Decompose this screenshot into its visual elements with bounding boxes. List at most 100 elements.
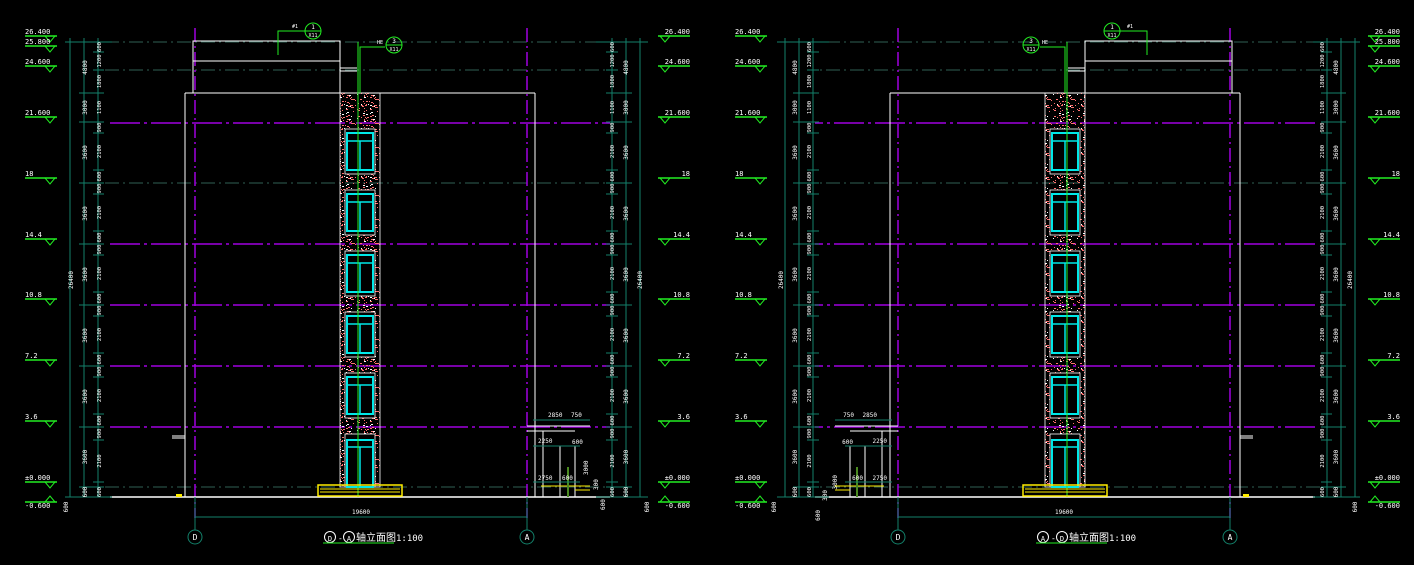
level-triangle-icon [44,65,57,73]
window-dimension: 600 [610,172,616,182]
window-dimension: 900 [1320,429,1326,439]
window-dimension: 2100 [610,328,616,341]
window-dimension: 600 [97,487,103,497]
window-dimension: 900 [610,245,616,255]
floor-dimension: 3600 [623,206,630,221]
level-triangle-icon [753,35,766,43]
axis-bubble-icon [1222,529,1238,545]
window-dimension: 2100 [97,145,103,158]
drawing-title: 轴立面图 [1069,531,1109,544]
dimension-label: 600 [815,510,822,521]
window-dimension: 1200 [97,54,103,67]
window-dimension: 2100 [807,267,813,280]
level-triangle-icon [659,298,672,306]
window-dimension: 2100 [807,389,813,402]
level-label: 14.4 [25,231,42,239]
floor-dimension: 3600 [792,267,799,282]
level-triangle-icon [44,298,57,306]
floor-dimension: 3600 [82,328,89,343]
window-dimension: 900 [97,123,103,133]
level-label: ±0.000 [25,474,50,482]
window-dimension: 900 [807,367,813,377]
level-label: 14.4 [735,231,752,239]
level-triangle-icon [659,495,671,503]
callout-number: 1 [1110,24,1114,31]
level-label: 26.400 [665,28,690,36]
callout-tag: HE [1042,40,1048,46]
window-dimension: 900 [807,429,813,439]
axis-label: D [896,533,901,542]
level-label: 26.400 [735,28,760,36]
window-dimension: 600 [1320,294,1326,304]
dimension-label: 2750 [873,475,888,482]
callout-leader [1120,30,1148,55]
floor-dimension: 3600 [623,449,630,464]
window-dimension: 600 [97,172,103,182]
window-dimension: 600 [1320,416,1326,426]
window-dimension: 600 [610,355,616,365]
axis-label: D [193,533,198,542]
callout-leader [359,46,385,93]
dimension-label: 2750 [538,475,553,482]
dimension-label: 3000 [832,475,839,490]
floor-dimension: 600 [623,486,630,497]
entry-steps [317,484,403,497]
level-label: 7.2 [25,352,38,360]
window-dimension: 900 [1320,367,1326,377]
window-dimension: 2100 [97,206,103,219]
ramp-mark [1243,494,1249,497]
level-triangle-icon [1368,238,1381,246]
level-label: 3.6 [735,413,748,421]
floor-dimension: 3600 [623,389,630,404]
window-dimension: 600 [1320,233,1326,243]
axis-bubble-icon [519,529,535,545]
callout-number: 3 [392,38,396,45]
level-triangle-icon [1368,420,1381,428]
title-axis-to: D [1060,535,1064,543]
window-dimension: 600 [807,355,813,365]
dimension-label: 600 [562,475,573,482]
window-dimension: 900 [1320,245,1326,255]
floor-dimension: 600 [1333,486,1340,497]
window-dimension: 2100 [97,328,103,341]
level-triangle-icon [754,495,766,503]
window-dimension: 1800 [807,75,813,88]
window-dimension: 2100 [1320,267,1326,280]
floor-dimension: 3600 [792,389,799,404]
level-label: 21.600 [1375,109,1400,117]
window-dimension: 900 [610,123,616,133]
window-dimension: 2100 [1320,206,1326,219]
window-dimension: 600 [807,487,813,497]
overall-dimension: 26400 [778,271,785,289]
window-dimension: 2100 [1320,454,1326,467]
level-triangle-icon [753,481,766,489]
window-dimension: 600 [807,233,813,243]
level-triangle-icon [1368,177,1381,185]
level-label: 18 [25,170,33,178]
window-dimension: 600 [807,42,813,52]
floor-dimension: 3600 [1333,449,1340,464]
floor-dimension: 3600 [82,145,89,160]
level-label: 3.6 [677,413,690,421]
level-triangle-icon [753,359,766,367]
elevation-a-d[interactable]: 1X11#13X11HE2850750225060027506003000300… [735,22,1400,545]
floor-dimension: 3600 [623,328,630,343]
axis-bubble-icon [187,529,203,545]
window-dimension: 2100 [807,328,813,341]
window-dimension: 1100 [610,101,616,114]
floor-dimension: 3600 [792,145,799,160]
level-label: 3.6 [1387,413,1400,421]
level-label: -0.600 [735,502,760,510]
window-dimension: 600 [97,294,103,304]
level-label: -0.600 [25,502,50,510]
level-triangle-icon [1368,65,1381,73]
level-label: 7.2 [1387,352,1400,360]
floor-dimension: 3600 [1333,328,1340,343]
level-label: 21.600 [735,109,760,117]
level-label: 10.8 [25,291,42,299]
overall-dimension: 26400 [637,271,644,289]
level-label: ±0.000 [735,474,760,482]
window-dimension: 2100 [97,389,103,402]
